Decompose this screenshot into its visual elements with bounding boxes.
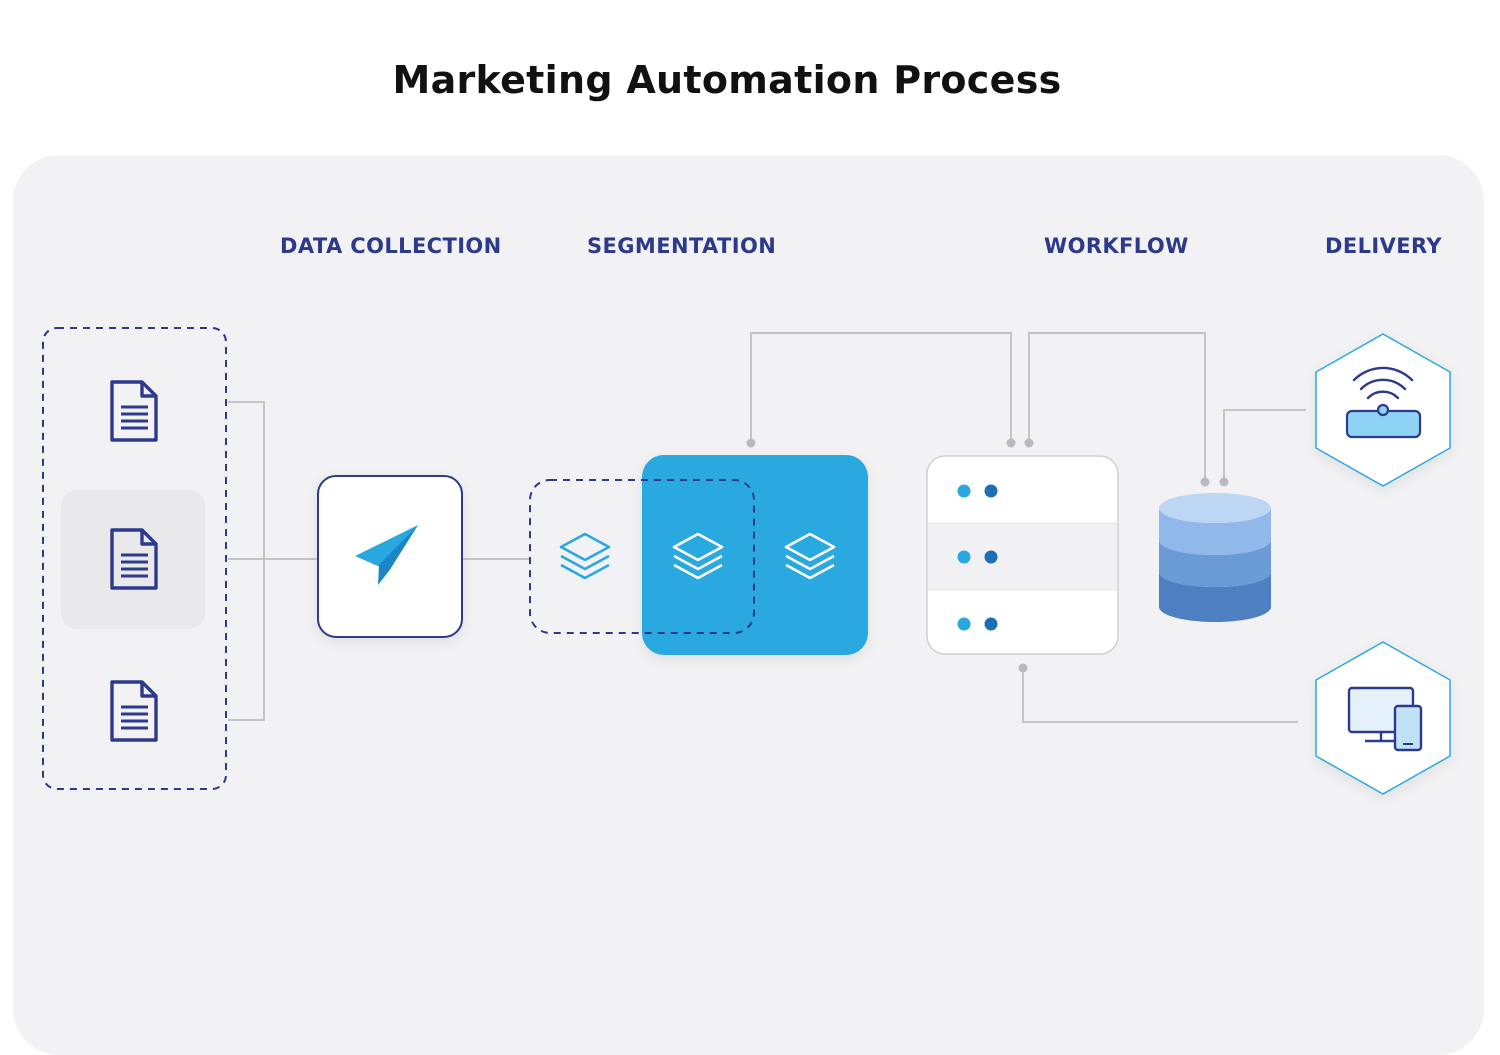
segmentation-group [529, 455, 868, 655]
connector-lines [228, 332, 1306, 723]
selected-source-highlight [61, 490, 205, 629]
delivery-devices-node [1315, 641, 1451, 795]
page-title: Marketing Automation Process [392, 58, 1062, 102]
connector-dots [746, 438, 1229, 673]
document-icon [110, 380, 158, 442]
delivery-router-node [1315, 333, 1451, 487]
document-icon [110, 680, 158, 742]
devices-icon [1347, 686, 1423, 752]
wifi-router-icon [1345, 366, 1422, 439]
diagram-stage: Marketing Automation Process DATA COLLEC… [13, 58, 1484, 1055]
stage-label-data-collection: DATA COLLECTION [280, 234, 502, 258]
stage-label-workflow: WORKFLOW [1044, 234, 1189, 258]
server-stack-icon [926, 455, 1119, 655]
send-card [317, 475, 463, 638]
data-sources-group [42, 327, 227, 790]
paper-plane-icon [355, 525, 418, 585]
process-diagram [42, 327, 1451, 795]
stage-label-segmentation: SEGMENTATION [587, 234, 777, 258]
stage-label-delivery: DELIVERY [1325, 234, 1442, 258]
layers-icon [559, 532, 611, 580]
database-icon [1159, 493, 1271, 622]
